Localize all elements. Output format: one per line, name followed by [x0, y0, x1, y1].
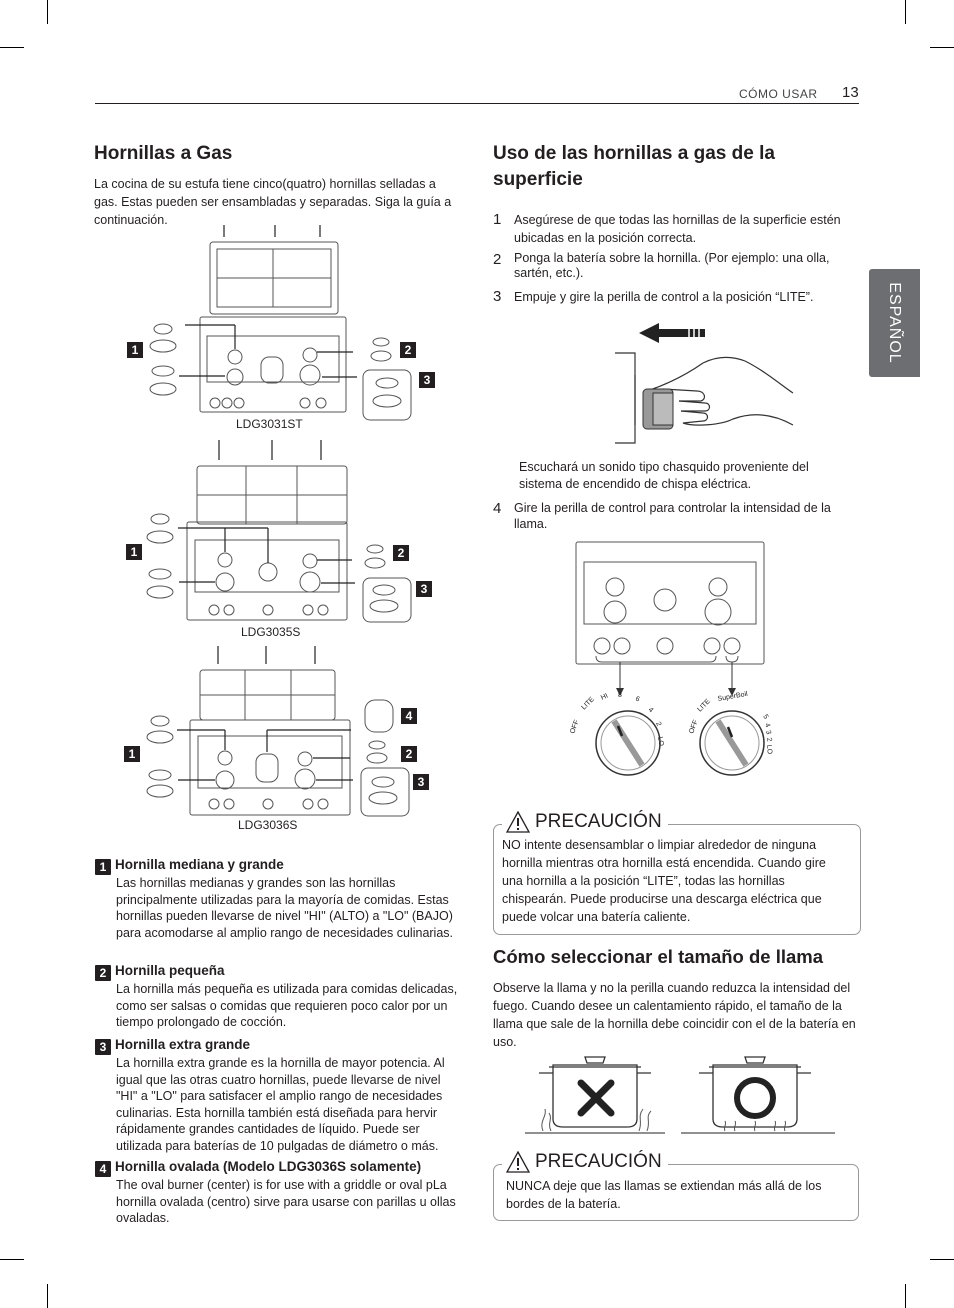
knob-label: 3 [764, 730, 772, 736]
knob-label: 4 [647, 706, 655, 714]
knob-label: 5 [761, 714, 769, 721]
warning-icon [506, 811, 530, 833]
intro-text: La cocina de su estufa tiene cinco(quatr… [94, 177, 452, 227]
knob-label: 8 [618, 692, 622, 699]
burner-item: 2 Hornilla pequeña La hornilla más pequeñ… [95, 963, 463, 1031]
knob-label: 2 [654, 721, 662, 728]
crop-mark [47, 1284, 48, 1308]
flame-text: Observe la llama y no la perilla cuando … [493, 981, 856, 1049]
callout-1: 1 [126, 544, 142, 560]
burner-item: 4 Hornilla ovalada (Modelo LDG3036S solam… [95, 1159, 463, 1227]
model-label: LDG3036S [238, 818, 298, 832]
page-number: 13 [842, 84, 859, 101]
step-number: 3 [493, 288, 502, 305]
crop-mark [0, 1259, 24, 1260]
knob-label: LITE [696, 698, 712, 714]
step-text: Gire la perilla de control para controla… [514, 501, 831, 531]
flame-size-illustration [525, 1056, 835, 1134]
crop-mark [47, 0, 48, 24]
callout-2: 2 [401, 746, 417, 762]
caution-title: PRECAUCIÓN [502, 811, 668, 833]
item-title: Hornilla mediana y grande [115, 857, 284, 872]
callout-1: 1 [127, 342, 143, 358]
language-tab-label: ESPAÑOL [886, 282, 904, 364]
knob-label: 2 [765, 737, 773, 742]
model-label: LDG3035S [241, 625, 301, 639]
language-tab: ESPAÑOL [869, 269, 920, 377]
knob-label: LITE [580, 696, 596, 712]
section-label: CÓMO USAR [739, 87, 818, 101]
crop-mark [930, 1259, 954, 1260]
knob-label: OFF [569, 719, 580, 735]
item-number-badge: 1 [95, 859, 111, 875]
crop-mark [0, 47, 24, 48]
caution-box [493, 1164, 859, 1221]
item-title: Hornilla extra grande [115, 1037, 251, 1052]
caution-title: PRECAUCIÓN [502, 1151, 668, 1173]
knob-label: LO [765, 745, 773, 755]
warning-icon [506, 1151, 530, 1173]
caution-title-text: PRECAUCIÓN [535, 811, 662, 832]
cooktop-diagram-ldg3031st [149, 225, 412, 421]
callout-2: 2 [400, 342, 416, 358]
step-number: 1 [493, 211, 502, 228]
callout-1: 1 [124, 746, 140, 762]
caution-text: NUNCA deje que las llamas se extiendan m… [506, 1179, 822, 1211]
item-number-badge: 4 [95, 1161, 111, 1177]
model-label: LDG3031ST [236, 417, 303, 431]
caution-title-text: PRECAUCIÓN [535, 1151, 662, 1172]
section-title-burners: Hornillas a Gas [94, 143, 233, 164]
header-rule [95, 103, 859, 104]
crop-mark [905, 0, 906, 24]
section-title-surface-burners: Uso de las hornillas a gas de la superfi… [493, 143, 775, 190]
crop-mark [930, 47, 954, 48]
knob-label: LO [656, 736, 665, 747]
click-note: Escuchará un sonido tipo chasquido prove… [519, 460, 809, 491]
step-text: Asegúrese de que todas las hornillas de … [514, 213, 841, 245]
callout-3: 3 [416, 581, 432, 597]
step-number: 4 [493, 500, 502, 517]
callout-4: 4 [401, 708, 417, 724]
cooktop-diagram-ldg3035s [146, 440, 412, 623]
item-text: La hornilla extra grande es la hornilla … [116, 1056, 445, 1153]
knob-label: 4 [763, 722, 771, 728]
burner-item: 3 Hornilla extra grande La hornilla extra… [95, 1037, 463, 1154]
item-number-badge: 3 [95, 1039, 111, 1055]
step-text: Ponga la batería sobre la hornilla. (Por… [514, 251, 830, 280]
callout-3: 3 [413, 774, 429, 790]
item-text: La hornilla más pequeña es utilizada par… [116, 982, 458, 1029]
control-knob-diagram: OFF LITE HI 8 6 4 2 LO OFF LITE SuperBoi… [569, 541, 773, 776]
knob-label: 6 [634, 695, 641, 703]
item-number-badge: 2 [95, 965, 111, 981]
burner-item: 1 Hornilla mediana y grande Las hornillas… [95, 857, 463, 941]
step-text: Empuje y gire la perilla de control a la… [514, 290, 814, 304]
item-text: Las hornillas medianas y grandes son las… [116, 876, 454, 940]
caution-text: NO intente desensamblar o limpiar alrede… [502, 838, 826, 924]
knob-label: OFF [688, 719, 699, 735]
crop-mark [905, 1284, 906, 1308]
knob-label: HI [600, 692, 609, 701]
cooktop-diagram-ldg3036s [146, 646, 410, 817]
callout-2: 2 [393, 545, 409, 561]
item-title: Hornilla ovalada (Modelo LDG3036S solame… [115, 1159, 422, 1174]
section-title-flame-size: Cómo seleccionar el tamaño de llama [493, 946, 824, 967]
push-knob-illustration [615, 323, 794, 444]
step-number: 2 [493, 251, 502, 268]
caution-box [493, 824, 861, 935]
item-title: Hornilla pequeña [115, 963, 225, 978]
callout-3: 3 [419, 372, 435, 388]
knob-label: SuperBoil [717, 691, 749, 703]
item-text: The oval burner (center) is for use with… [116, 1178, 456, 1225]
